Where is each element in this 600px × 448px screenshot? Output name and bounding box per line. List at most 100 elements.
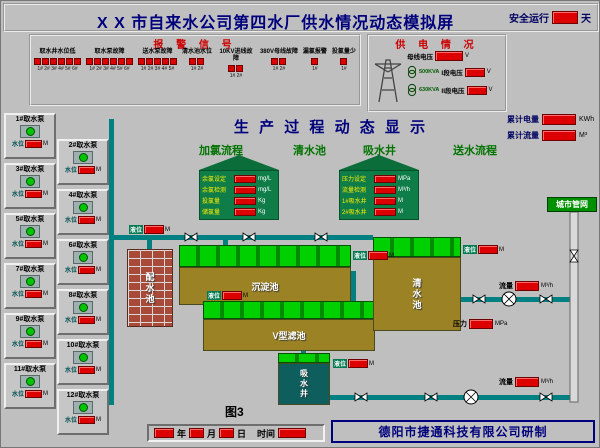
- tank-front-face: 吸水井: [278, 363, 330, 405]
- well-title: 10#取水泵: [66, 342, 100, 349]
- pump-housing: [20, 375, 40, 388]
- well-level-unit: M: [96, 366, 101, 373]
- well-level-display: [25, 389, 42, 398]
- volt-unit: V: [465, 53, 470, 59]
- well-panel: 2#取水泵 水位 M: [57, 139, 109, 185]
- meter-unit: M³/h: [541, 283, 553, 289]
- pump-icon: [78, 303, 88, 312]
- house-row: 流量检测 M³/h: [342, 185, 416, 194]
- well-level-label: 水位: [64, 218, 77, 224]
- alarm-tag-row: 1#: [341, 66, 347, 72]
- pump-housing: [73, 251, 93, 264]
- house-roof-icon: [199, 155, 279, 170]
- clearwater-out-pipe: [461, 297, 571, 302]
- alarm-group: 漏氯报警 1#: [303, 49, 327, 72]
- flow-meter-top: 流量 M³/h: [499, 281, 553, 291]
- well-level-display: [25, 139, 42, 148]
- pump-icon: [78, 403, 88, 412]
- month-display[interactable]: [189, 428, 205, 438]
- day-label: 日: [237, 428, 247, 439]
- pump-icon: [25, 327, 35, 336]
- house-row-label: 1#吸水井: [342, 199, 367, 205]
- tank-front-face: 清水池: [373, 257, 461, 331]
- raw-water-main-pipe: [109, 235, 373, 240]
- total-flow-label: 累计流量: [507, 131, 539, 140]
- level-widget-suction: 液位 M: [333, 359, 374, 368]
- year-display[interactable]: [154, 428, 174, 438]
- house-row-display: [374, 185, 396, 194]
- segment-voltage-display: [466, 85, 487, 95]
- pump-icon: [25, 277, 35, 286]
- tank-front-face: V型滤池: [203, 319, 375, 351]
- alarm-group-label: 送水泵故障: [142, 49, 173, 55]
- total-energy-unit: KWh: [579, 116, 595, 123]
- tank-label: 吸水井: [299, 369, 309, 399]
- level-display: [144, 225, 165, 234]
- year-label: 年: [177, 428, 187, 439]
- alarm-group-label: 漏氯报警: [302, 49, 327, 55]
- meter-label: 压力: [453, 321, 467, 328]
- well-level-label: 水位: [11, 292, 24, 298]
- well-level-row: 水位 M: [12, 189, 48, 198]
- well-title: 6#取水泵: [68, 242, 98, 249]
- level-unit: M: [499, 246, 505, 253]
- house-row-unit: MPa: [398, 175, 411, 182]
- alarm-indicator: [340, 58, 348, 65]
- pump-housing: [20, 275, 40, 288]
- pump-icon: [25, 377, 35, 386]
- alarm-indicator-row: [34, 58, 81, 65]
- tank-front-face: 沉淀池: [179, 267, 351, 305]
- level-display: [368, 251, 389, 260]
- pipe-drop: [147, 240, 152, 249]
- well-level-label: 水位: [64, 168, 77, 174]
- transformer-kva: 500KVA: [419, 69, 440, 75]
- well-level-unit: M: [96, 266, 101, 273]
- well-level-unit: M: [43, 290, 48, 297]
- pump-icon: [78, 353, 88, 362]
- tank-top-face: [179, 245, 351, 267]
- house-row-unit: mg/L: [258, 186, 272, 193]
- house-row-unit: Kg: [258, 208, 266, 215]
- house-row-label: 储氯量: [202, 210, 221, 216]
- well-collector-pipe: [109, 119, 114, 405]
- pump-housing: [73, 301, 93, 314]
- well-title: 12#取水泵: [66, 392, 100, 399]
- day-display[interactable]: [219, 428, 235, 438]
- level-widget-sedimentation: 液位 M: [353, 251, 394, 260]
- total-flow-row: 累计流量 M³: [507, 130, 594, 141]
- well-level-row: 水位 M: [65, 265, 101, 274]
- alarm-panel: 报 警 信 号 取水井水位低 1# 2# 3# 4# 5# 6# 取水泵故障 1…: [29, 34, 361, 106]
- flow-label-clearwater: 清水池: [293, 145, 326, 157]
- pump-icon: [78, 153, 88, 162]
- meter-unit: MPa: [495, 321, 508, 327]
- alarm-indicator: [311, 58, 319, 65]
- alarm-indicator: [236, 65, 244, 72]
- alarm-tag-row: 1# 2#: [229, 73, 243, 79]
- house-row-display: [374, 207, 396, 216]
- house-row: 余氯设定 mg/L: [202, 174, 276, 183]
- safety-status: 安全运行 天: [509, 10, 591, 25]
- well-level-label: 水位: [11, 392, 24, 398]
- bus-voltage-row: 母线电压 V: [407, 51, 503, 61]
- safety-days-display: [552, 11, 578, 24]
- alarm-group: 投氯量少 1#: [332, 49, 356, 72]
- safety-days-unit: 天: [581, 14, 591, 25]
- pump-icon: [25, 177, 35, 186]
- transformer-row-1: 500KVA I段电压 V: [407, 65, 503, 79]
- tank-top-face: [278, 353, 330, 363]
- house-row-label: 2#吸水井: [342, 210, 367, 216]
- alarm-indicator: [169, 58, 177, 65]
- flow-labels: 加氯流程 清水池 吸水井 送水流程: [191, 142, 531, 157]
- well-panel: 8#取水泵 水位 M: [57, 289, 109, 335]
- pump-icon: [25, 227, 35, 236]
- well-level-unit: M: [96, 216, 101, 223]
- well-title: 8#取水泵: [68, 292, 98, 299]
- total-flow-unit: M³: [579, 132, 588, 139]
- house-row-display: [234, 185, 256, 194]
- well-level-display: [25, 239, 42, 248]
- well-panel: 9#取水泵 水位 M: [4, 313, 56, 359]
- level-unit: M: [165, 226, 171, 233]
- time-display[interactable]: [278, 428, 307, 438]
- alarm-indicator: [197, 58, 205, 65]
